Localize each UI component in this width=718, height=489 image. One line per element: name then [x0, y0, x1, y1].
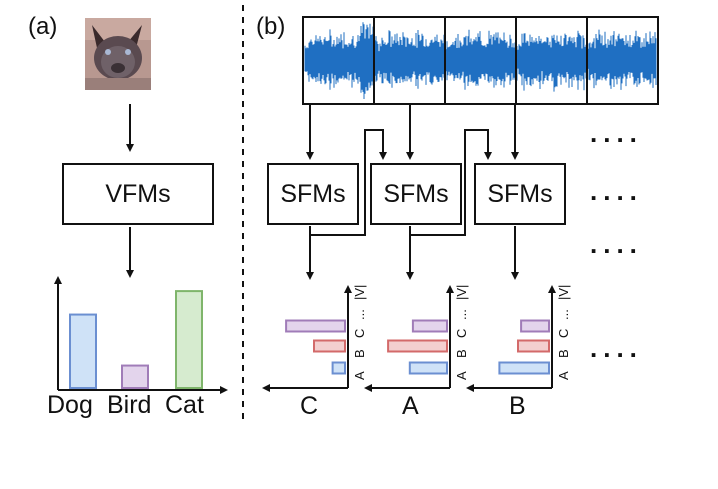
answer-label: B: [509, 392, 526, 420]
ellipsis: ....: [590, 176, 643, 206]
option-label: C: [454, 328, 469, 338]
option-label: ...: [454, 309, 469, 320]
option-label: A: [352, 371, 367, 380]
ellipsis: ....: [590, 118, 643, 148]
option-label: B: [556, 349, 571, 358]
cat-image: [85, 18, 151, 90]
bar-option-a: [408, 361, 448, 375]
bar-option-b: [387, 339, 449, 353]
option-label: C: [556, 328, 571, 338]
bar-option-b: [517, 339, 550, 353]
option-label: ...: [556, 309, 571, 320]
answer-label: A: [402, 392, 419, 420]
option-label: B: [352, 349, 367, 358]
bar-dog: [69, 313, 97, 389]
bar-option-c: [285, 319, 347, 333]
audio-waveform: [304, 22, 657, 99]
bar-cat: [175, 290, 203, 390]
bar-option-c: [411, 319, 448, 333]
sfms-box: SFMs: [474, 163, 566, 225]
bar-option-c: [520, 319, 550, 333]
sfms-box: SFMs: [370, 163, 462, 225]
ellipsis: ....: [590, 333, 643, 363]
category-label: Cat: [165, 391, 204, 419]
answer-label: C: [300, 392, 319, 420]
category-label: Bird: [107, 391, 152, 419]
bar-option-a: [498, 361, 550, 375]
option-label: B: [454, 349, 469, 358]
category-label: Dog: [47, 391, 93, 419]
option-label: A: [454, 371, 469, 380]
option-label: |V|: [352, 284, 367, 300]
option-label: ...: [352, 309, 367, 320]
bar-option-b: [313, 339, 346, 353]
option-label: |V|: [454, 284, 469, 300]
option-label: |V|: [556, 284, 571, 300]
bar-bird: [121, 364, 149, 389]
bar-option-a: [331, 361, 347, 375]
option-label: C: [352, 328, 367, 338]
ellipsis: ....: [590, 229, 643, 259]
panel-a-label: (a): [28, 13, 58, 40]
vfms-box: VFMs: [62, 163, 214, 225]
panel-b-label: (b): [256, 13, 286, 40]
sfms-box: SFMs: [267, 163, 359, 225]
option-label: A: [556, 371, 571, 380]
